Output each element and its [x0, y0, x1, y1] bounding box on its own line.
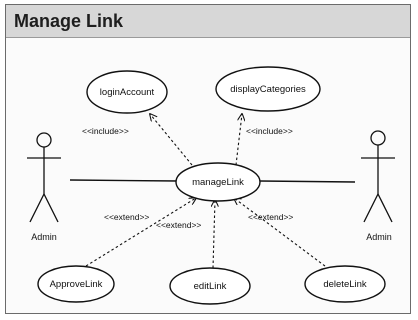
association-right — [259, 180, 356, 183]
actor-left — [27, 132, 61, 223]
use-case-delete-label: deleteLink — [323, 279, 367, 290]
use-case-edit-label: editLink — [194, 281, 227, 292]
use-case-edit: editLink — [169, 267, 251, 305]
actor-right — [361, 130, 395, 223]
extend-approve-label: <<extend>> — [104, 212, 149, 222]
association-left — [69, 179, 179, 182]
include-display-label: <<include>> — [246, 126, 293, 136]
use-case-approve: ApproveLink — [37, 265, 115, 303]
include-login-line — [150, 114, 193, 166]
actor-right-leg-right — [377, 193, 393, 223]
include-login-label: <<include>> — [82, 126, 129, 136]
diagram-frame: Manage Link — [5, 4, 411, 314]
extend-edit-label: <<extend>> — [156, 220, 201, 230]
actor-left-leg-right — [43, 193, 59, 223]
diagram-title: Manage Link — [14, 11, 124, 31]
actor-left-leg-left — [29, 193, 45, 223]
extend-approve-line — [85, 198, 196, 267]
use-case-edit-ellipse — [169, 267, 251, 305]
actor-left-head — [36, 132, 52, 148]
extend-edit-line — [213, 200, 215, 269]
actor-left-label: Admin — [31, 232, 57, 242]
use-case-display-ellipse — [215, 66, 321, 112]
use-case-login-label: loginAccount — [100, 87, 155, 98]
include-display-line — [235, 114, 242, 166]
use-case-delete: deleteLink — [304, 265, 386, 303]
use-case-delete-ellipse — [304, 265, 386, 303]
extend-delete-line — [234, 198, 326, 267]
use-case-approve-ellipse — [37, 265, 115, 303]
use-case-manage: manageLink — [175, 162, 261, 202]
actor-right-head — [370, 130, 386, 146]
use-case-manage-ellipse — [175, 162, 261, 202]
use-case-display: displayCategories — [215, 66, 321, 112]
use-case-login-ellipse — [86, 70, 168, 114]
use-case-display-label: displayCategories — [230, 84, 306, 95]
title-bar: Manage Link — [6, 5, 410, 38]
actor-right-leg-left — [363, 193, 379, 223]
extend-delete-label: <<extend>> — [248, 212, 293, 222]
use-case-login: loginAccount — [86, 70, 168, 114]
use-case-manage-label: manageLink — [192, 177, 244, 188]
use-case-approve-label: ApproveLink — [50, 279, 103, 290]
actor-right-label: Admin — [366, 232, 392, 242]
